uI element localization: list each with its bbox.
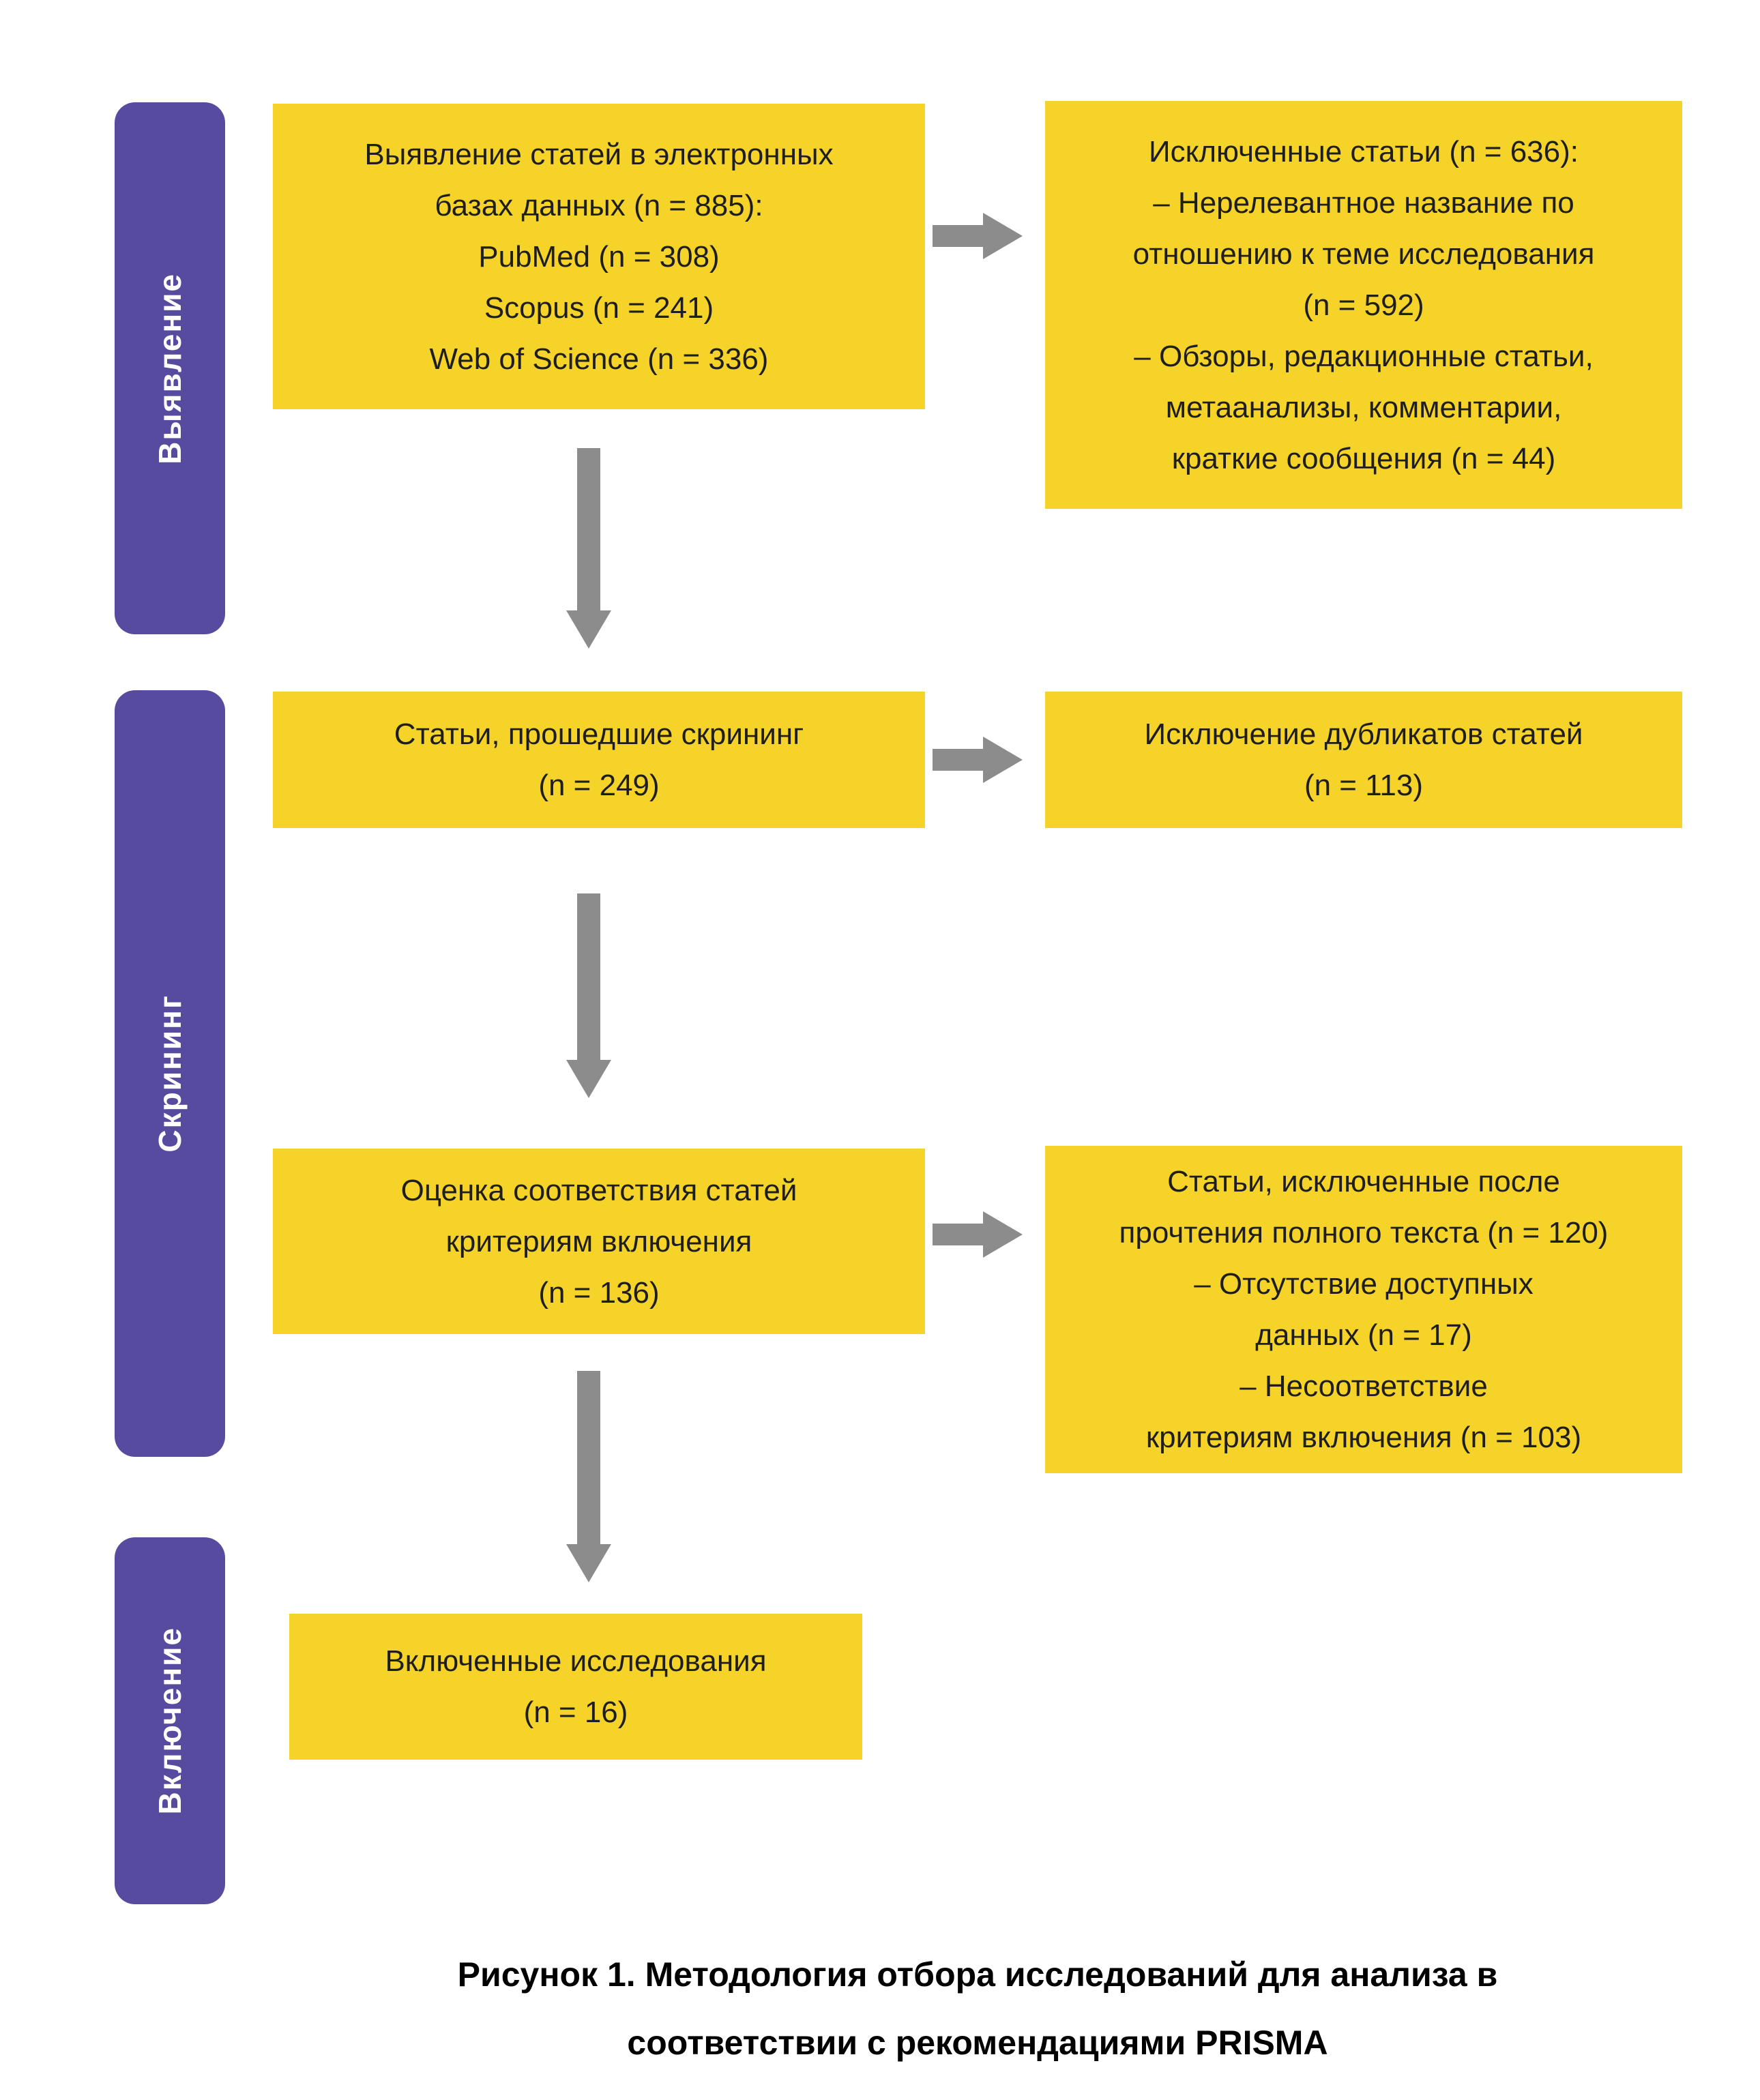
arrow-shaft: [933, 225, 983, 247]
stage-label-inclusion: Включение: [152, 1627, 188, 1815]
box-studies-included-text: Включенные исследования (n = 16): [385, 1644, 767, 1729]
arrow-shaft: [577, 1371, 600, 1544]
box-eligibility-assessed-text: Оценка соответствия статей критериям вкл…: [400, 1173, 797, 1310]
figure-caption: Рисунок 1. Методология отбора исследован…: [457, 1955, 1498, 2062]
box-records-excluded-initial-text: Исключенные статьи (n = 636): – Нерелева…: [1132, 134, 1595, 475]
stage-bar-inclusion: Включение: [115, 1537, 225, 1904]
arrow-head: [983, 737, 1023, 783]
box-records-screened-text: Статьи, прошедшие скрининг (n = 249): [394, 718, 804, 802]
box-duplicates-removed-text: Исключение дубликатов статей (n = 113): [1144, 718, 1583, 802]
box-records-identified: Выявление статей в электронных базах дан…: [273, 104, 925, 409]
arrow-shaft: [577, 893, 600, 1060]
arrow-head: [566, 1060, 611, 1098]
box-records-screened: Статьи, прошедшие скрининг (n = 249): [273, 692, 925, 828]
box-duplicates-removed: Исключение дубликатов статей (n = 113): [1045, 692, 1682, 828]
arrow-shaft: [933, 749, 983, 771]
box-records-identified-text: Выявление статей в электронных базах дан…: [364, 137, 834, 376]
arrow-head: [983, 213, 1023, 259]
stage-bar-identification: Выявление: [115, 102, 225, 634]
arrow-head: [566, 610, 611, 649]
stage-bar-screening: Скрининг: [115, 690, 225, 1457]
arrow-shaft: [577, 448, 600, 610]
arrow-head: [566, 1544, 611, 1582]
stage-label-screening: Скрининг: [152, 994, 188, 1153]
box-excluded-fulltext-text: Статьи, исключенные после прочтения полн…: [1119, 1165, 1609, 1454]
box-studies-included: Включенные исследования (n = 16): [289, 1614, 862, 1760]
box-excluded-fulltext: Статьи, исключенные после прочтения полн…: [1045, 1146, 1682, 1473]
stage-label-identification: Выявление: [152, 272, 188, 464]
arrow-shaft: [933, 1224, 983, 1245]
box-records-excluded-initial: Исключенные статьи (n = 636): – Нерелева…: [1045, 101, 1682, 509]
arrow-head: [983, 1211, 1023, 1258]
box-eligibility-assessed: Оценка соответствия статей критериям вкл…: [273, 1149, 925, 1334]
